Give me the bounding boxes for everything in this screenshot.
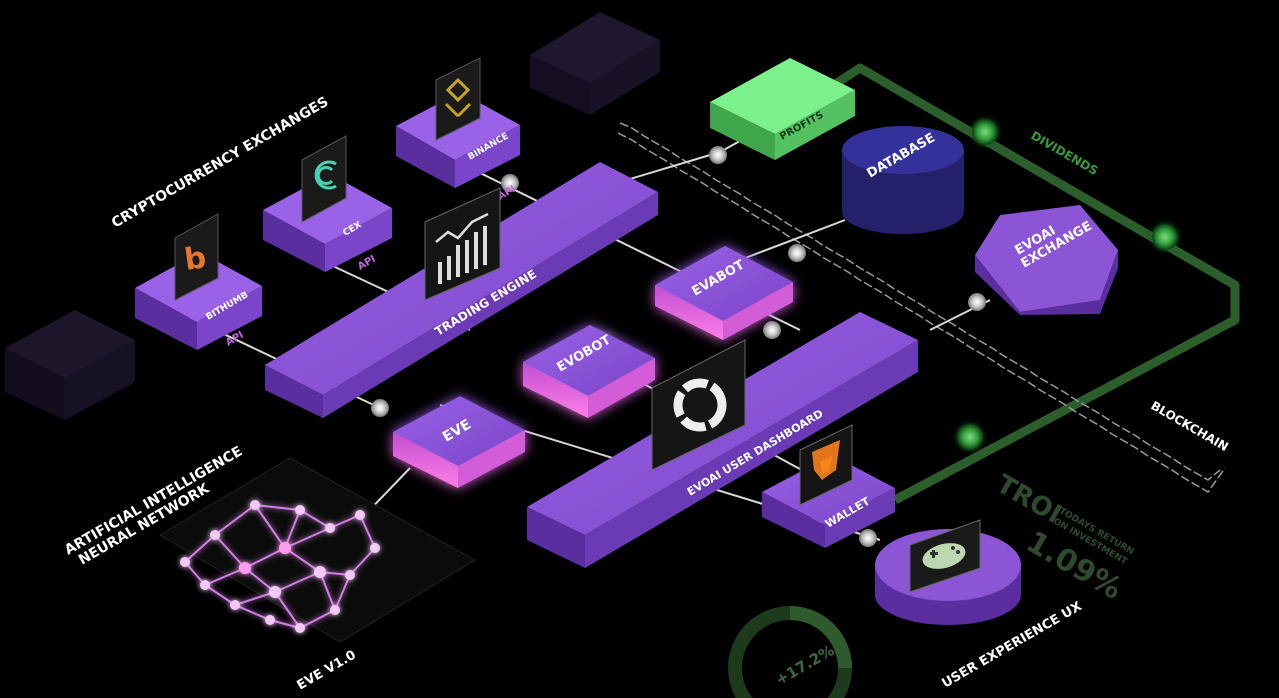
nn-node	[200, 580, 210, 590]
bg-block-left	[5, 310, 135, 420]
evobot-block[interactable]: EVOBOT	[523, 325, 655, 418]
metamask-fox-icon	[799, 424, 853, 506]
blockchain-chain	[617, 122, 1226, 493]
eve-version-label: EVE V1.0	[295, 648, 359, 694]
connector-nodes	[371, 146, 986, 547]
database-cylinder: DATABASE	[842, 126, 964, 234]
neural-network-edges	[183, 503, 377, 630]
nn-node	[370, 543, 380, 553]
chart-icon	[424, 187, 501, 301]
nn-node	[230, 600, 240, 610]
neural-network-nodes	[180, 500, 380, 633]
nn-node	[355, 510, 365, 520]
nn-node	[345, 570, 355, 580]
nn-node	[250, 500, 260, 510]
bg-block-top	[530, 12, 660, 115]
evoai-exchange-hex: EVOAI EXCHANGE	[975, 205, 1118, 315]
connector-node	[968, 293, 986, 311]
bithumb-logo-icon: b	[174, 213, 219, 301]
blockchain-label: BLOCKCHAIN	[1149, 398, 1231, 454]
green-node	[957, 424, 983, 450]
nn-node	[265, 615, 275, 625]
gauge-ring: +17.2%	[728, 606, 852, 698]
svg-text:b: b	[182, 240, 208, 278]
connector-node	[788, 244, 806, 262]
connector-node	[709, 146, 727, 164]
neural-network-panel	[159, 457, 476, 643]
ux-cylinder	[875, 519, 1021, 625]
gamepad-icon	[909, 519, 981, 593]
wallet-block: WALLET	[762, 424, 895, 548]
eve-block[interactable]: EVE	[393, 396, 525, 488]
cex-logo-icon	[301, 135, 347, 223]
connector-node	[501, 174, 519, 192]
api-label-cex: API	[356, 254, 378, 273]
nn-node	[279, 542, 291, 554]
nn-node	[330, 605, 340, 615]
connector-node	[763, 321, 781, 339]
cex-block: CEX	[263, 135, 392, 272]
nn-node	[210, 530, 220, 540]
dividends-nodes	[957, 119, 1178, 450]
green-node	[1152, 224, 1178, 250]
nn-node	[180, 557, 190, 567]
evabot-block[interactable]: EVABOT	[655, 246, 793, 340]
nn-node	[325, 523, 335, 533]
nn-node	[295, 623, 305, 633]
bithumb-block: BITHUMB b	[135, 213, 262, 350]
nn-node	[295, 505, 305, 515]
nn-node	[269, 586, 281, 598]
nn-node	[239, 562, 251, 574]
connector-node	[371, 399, 389, 417]
connector-node	[859, 529, 877, 547]
binance-logo-icon	[435, 57, 481, 141]
nn-node	[314, 566, 326, 578]
green-node	[972, 119, 998, 145]
binance-block: BINANCE	[396, 57, 520, 188]
gauge-value: +17.2%	[772, 641, 837, 689]
dashboard-ring-icon	[651, 339, 746, 471]
